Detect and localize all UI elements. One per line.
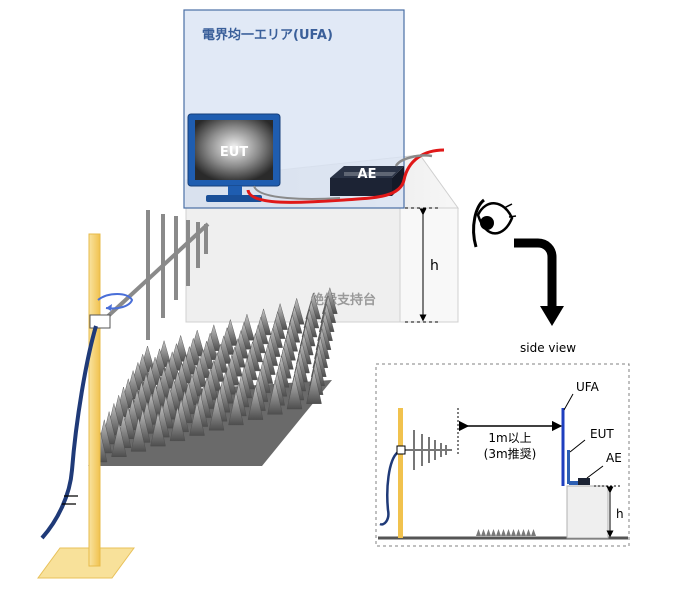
absorber-pyramid — [228, 390, 244, 426]
ae-label: AE — [358, 167, 377, 182]
side-view-absorber — [521, 529, 526, 536]
absorber-pyramid — [189, 401, 205, 436]
red-cable — [246, 148, 445, 204]
table-label: 絶縁支持台 — [310, 292, 376, 308]
absorber-pyramid — [169, 406, 186, 441]
distance-label-line2: (3m推奨) — [484, 447, 537, 461]
side-view-ae-label: AE — [606, 451, 622, 465]
side-view-ufa-label: UFA — [576, 380, 600, 394]
side-view-antenna — [403, 430, 452, 470]
side-view-absorber — [486, 529, 491, 536]
side-view-label: side view — [520, 341, 576, 355]
side-view-absorber — [506, 529, 511, 536]
absorber-pyramid — [150, 412, 166, 447]
side-view-panel: 1m以上 (3m推奨) UFA EUT AE h — [375, 363, 630, 547]
side-view-absorber — [496, 529, 501, 536]
side-view-absorber — [491, 529, 496, 536]
rotation-arrow-icon — [97, 293, 134, 310]
height-label: h — [430, 258, 439, 274]
side-view-absorber — [516, 529, 521, 536]
ufa-label: 電界均一エリア(UFA) — [202, 27, 333, 43]
absorber-pyramid — [111, 422, 127, 457]
side-view-absorber — [511, 529, 516, 536]
side-view-absorbers — [476, 529, 536, 536]
absorber-field — [88, 286, 338, 466]
coax-cable — [40, 325, 98, 540]
side-view-absorber — [501, 529, 506, 536]
absorber-pyramid — [130, 417, 147, 452]
absorber-pyramid — [267, 380, 283, 415]
absorber-pyramid — [286, 374, 303, 410]
eye-icon — [472, 198, 517, 248]
absorber-pyramid — [247, 385, 264, 420]
height-dimension: h — [405, 207, 440, 323]
absorber-pyramid — [208, 396, 225, 431]
eut-label: EUT — [220, 145, 248, 160]
side-view-absorber — [526, 529, 531, 536]
side-view-absorber — [531, 529, 536, 536]
distance-label-line1: 1m以上 — [488, 431, 531, 445]
view-arrow-icon — [514, 238, 557, 306]
antenna-mast — [37, 233, 135, 579]
side-view-absorber — [476, 529, 481, 536]
ae-box: AE — [330, 166, 404, 196]
side-view-eut-label: EUT — [590, 427, 614, 441]
log-periodic-antenna — [104, 210, 210, 340]
antenna-clamp — [89, 314, 111, 329]
side-view-height-label: h — [616, 507, 624, 521]
side-view-absorber — [481, 529, 486, 536]
eut-monitor: EUT — [187, 113, 281, 202]
absorber-pyramid — [306, 369, 322, 404]
